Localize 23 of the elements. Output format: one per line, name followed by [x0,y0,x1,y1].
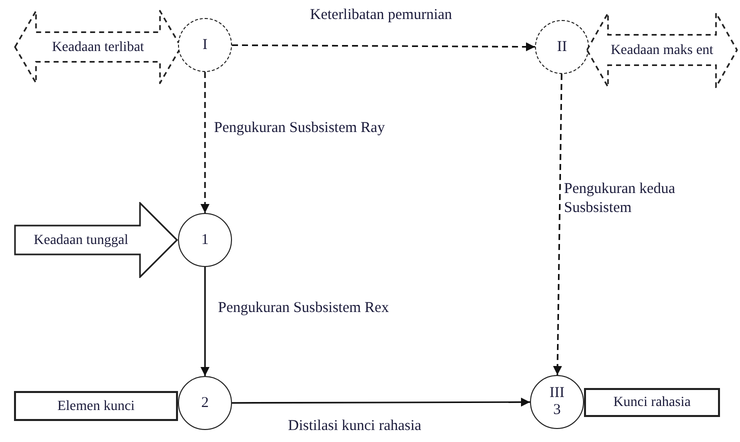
arrow [200,267,210,376]
arrow [553,74,562,376]
node-label: Keadaan terlibat [52,38,144,56]
node-label: Keadaan tunggal [34,232,128,250]
edge-label: Pengukuran Susbsistem Rex [218,299,389,318]
label-box [14,391,178,421]
node-number: 2 [201,394,209,412]
block-arrow-shape [14,202,178,278]
node-label: Kunci rahasia [613,394,691,412]
double-arrow-shape [586,12,738,88]
arrow [200,72,210,213]
label-box [584,388,720,417]
edge-label: Keterlibatan pemurnian [310,6,452,25]
node-number: I [202,36,208,54]
arrow [232,398,530,407]
node-number: 1 [201,232,209,248]
node-number: II [557,38,567,56]
node-number: III [550,385,564,402]
node-label: Elemen kunci [57,398,135,416]
arrow [232,42,535,52]
node-label: Keadaan maks ent [610,42,714,60]
edge-label: Pengukuran Susbsistem Ray [214,119,385,138]
node-number: 3 [553,402,561,419]
